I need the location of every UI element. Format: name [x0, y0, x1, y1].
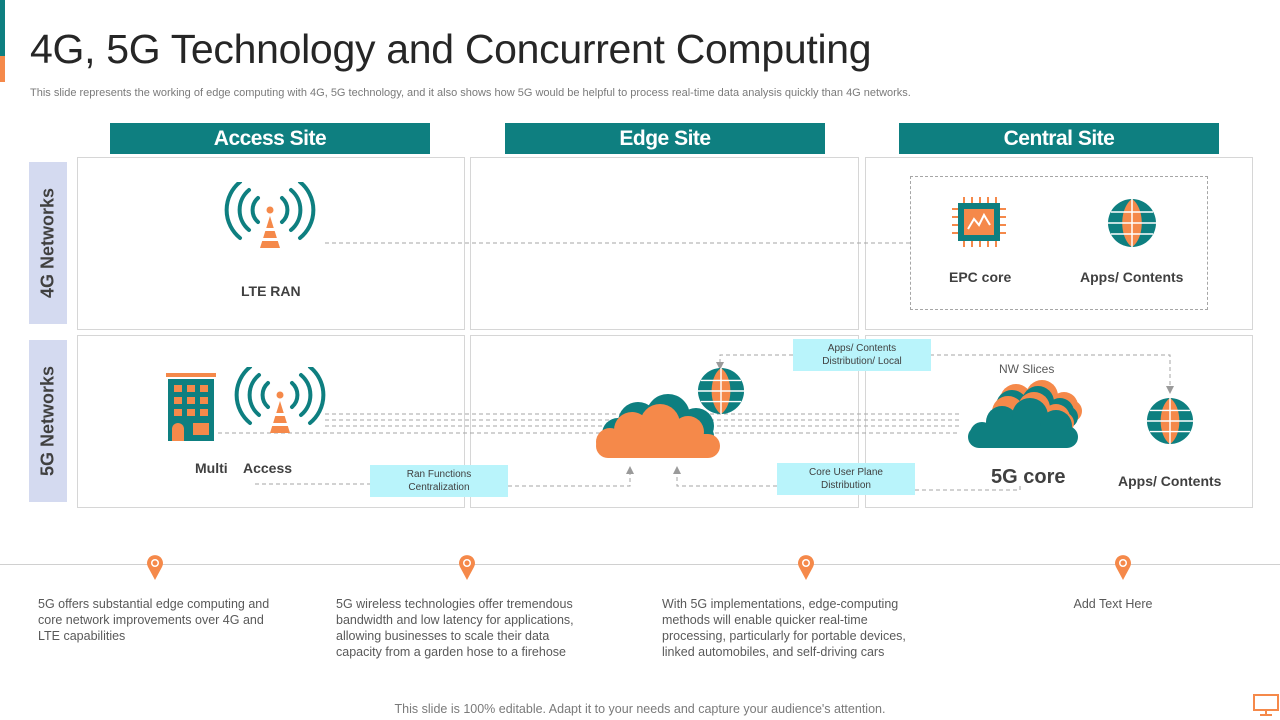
slide-subtitle: This slide represents the working of edg… — [30, 87, 911, 99]
timeline-text-4: Add Text Here — [1073, 597, 1153, 611]
nw-slices-label: NW Slices — [999, 362, 1055, 376]
access-label: Access — [243, 460, 293, 476]
callout-apps-distribution: Apps/ Contents Distribution/ Local — [793, 339, 931, 371]
apps-contents-4g-label: Apps/ Contents — [1080, 269, 1184, 285]
globe-icon — [1146, 397, 1194, 445]
epc-core-label: EPC core — [949, 269, 1012, 285]
row-label-5g: 5G Networks — [29, 340, 67, 502]
row-label-4g: 4G Networks — [29, 162, 67, 324]
location-pin-icon — [459, 555, 475, 580]
accent-bar-teal — [0, 0, 5, 56]
globe-icon — [697, 367, 745, 415]
footer-note: This slide is 100% editable. Adapt it to… — [394, 702, 886, 716]
multi-label: Multi — [195, 460, 228, 476]
signal-tower-icon — [224, 182, 316, 248]
cloud-icon — [968, 380, 1082, 448]
globe-icon — [1108, 199, 1156, 247]
cloud-icon — [596, 394, 720, 458]
column-header-central-site: Central Site — [899, 123, 1219, 154]
timeline-text-2: 5G wireless technologies offer tremendou… — [336, 597, 574, 659]
location-pin-icon — [798, 555, 814, 580]
apps-contents-5g-label: Apps/ Contents — [1118, 473, 1222, 489]
monitor-icon[interactable] — [1252, 693, 1280, 717]
lte-ran-label: LTE RAN — [241, 283, 301, 299]
building-icon — [166, 373, 216, 441]
signal-tower-icon — [234, 367, 326, 433]
location-pin-icon — [147, 555, 163, 580]
timeline-text-1: 5G offers substantial edge computing and… — [38, 597, 270, 643]
accent-bar-orange — [0, 56, 5, 82]
5g-core-label: 5G core — [991, 466, 1066, 488]
epc-group-box — [910, 176, 1208, 310]
column-header-access-site: Access Site — [110, 123, 430, 154]
location-pin-icon — [1115, 555, 1131, 580]
column-header-edge-site: Edge Site — [505, 123, 825, 154]
cpu-chip-icon — [952, 197, 1006, 247]
slide-title: 4G, 5G Technology and Concurrent Computi… — [30, 26, 872, 72]
callout-ran-functions: Ran Functions Centralization — [370, 465, 508, 497]
callout-core-user-plane: Core User Plane Distribution — [777, 463, 915, 495]
timeline-text-3: With 5G implementations, edge-computing … — [662, 597, 906, 659]
cell-4g-central — [865, 157, 1253, 330]
timeline-line — [0, 564, 1280, 565]
